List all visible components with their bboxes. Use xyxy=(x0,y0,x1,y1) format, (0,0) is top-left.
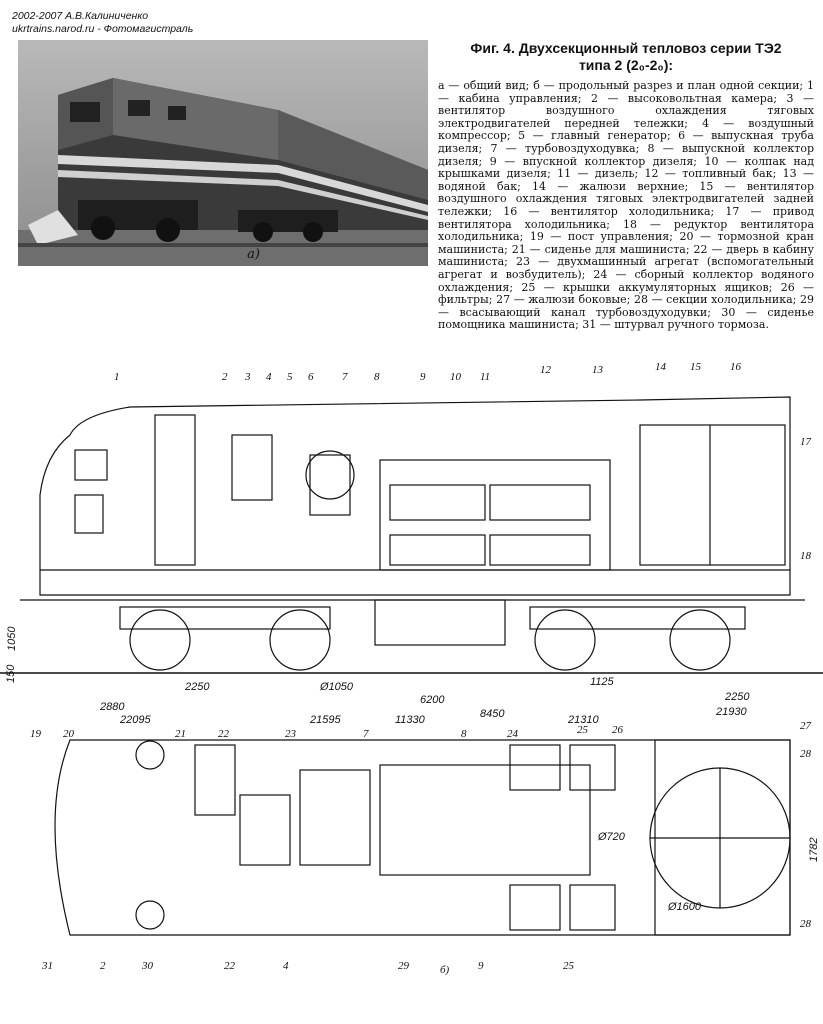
callout-plan-23: 23 xyxy=(285,728,297,740)
photo-label: а) xyxy=(247,247,260,262)
caption-body: а — общий вид; б — продольный разрез и п… xyxy=(438,79,814,332)
dim-d720: Ø720 xyxy=(597,831,626,843)
dimensions: 1050 150 2250 Ø1050 2880 6200 1125 2250 … xyxy=(5,626,820,913)
callout-plan-2: 2 xyxy=(100,960,106,972)
callout-11: 11 xyxy=(480,371,490,383)
callout-15: 15 xyxy=(690,361,702,373)
callout-8: 8 xyxy=(374,371,380,383)
callout-2: 2 xyxy=(222,371,228,383)
callout-12: 12 xyxy=(540,364,552,376)
technical-drawing: 1 2 3 4 5 6 7 8 9 10 11 12 13 14 15 16 1… xyxy=(0,361,823,976)
callout-plan-25: 25 xyxy=(577,724,589,736)
callout-plan-21: 21 xyxy=(175,728,186,740)
side-labels: 1 2 3 4 5 6 7 8 9 10 11 12 13 14 15 16 1… xyxy=(114,361,812,562)
callout-plan-22b: 22 xyxy=(224,960,236,972)
callout-plan-25b: 25 xyxy=(563,960,575,972)
callout-5: 5 xyxy=(287,371,293,383)
callout-plan-19: 19 xyxy=(30,728,42,740)
callout-plan-7: 7 xyxy=(363,728,369,740)
callout-plan-24: 24 xyxy=(507,728,519,740)
callout-plan-26: 26 xyxy=(612,724,624,736)
callout-plan-9: 9 xyxy=(478,960,484,972)
dim-6200: 6200 xyxy=(420,694,445,706)
locomotive-photo: а) xyxy=(18,40,428,266)
credit-block: 2002-2007 А.В.Калиниченко ukrtrains.naro… xyxy=(12,10,193,36)
dim-21310: 21310 xyxy=(567,714,599,726)
callout-7: 7 xyxy=(342,371,348,383)
callout-6: 6 xyxy=(308,371,314,383)
callout-plan-28-bottom: 28 xyxy=(800,918,812,930)
dim-1125: 1125 xyxy=(590,676,615,688)
callout-10: 10 xyxy=(450,371,462,383)
dim-1050: 1050 xyxy=(6,626,18,651)
callout-13: 13 xyxy=(592,364,604,376)
callout-14: 14 xyxy=(655,361,667,373)
callout-plan-29: 29 xyxy=(398,960,410,972)
dim-2880: 2880 xyxy=(99,701,125,713)
dim-d1600: Ø1600 xyxy=(667,901,702,913)
dim-2250-front: 2250 xyxy=(184,681,210,693)
figure-caption: Фиг. 4. Двухсекционный тепловоз серии ТЭ… xyxy=(438,40,814,332)
caption-title: Фиг. 4. Двухсекционный тепловоз серии ТЭ… xyxy=(438,40,814,74)
callout-4: 4 xyxy=(266,371,272,383)
callout-plan-30: 30 xyxy=(141,960,154,972)
callout-plan-22: 22 xyxy=(218,728,230,740)
dim-11330: 11330 xyxy=(395,714,426,726)
dim-150: 150 xyxy=(5,664,17,683)
plan-view xyxy=(54,739,791,936)
callout-17: 17 xyxy=(800,436,812,448)
dim-21595: 21595 xyxy=(309,714,341,726)
callout-1: 1 xyxy=(114,371,120,383)
locomotive-photo-illustration xyxy=(18,40,428,266)
caption-title-line-1: Фиг. 4. Двухсекционный тепловоз серии ТЭ… xyxy=(470,40,782,56)
callout-9: 9 xyxy=(420,371,426,383)
caption-title-line-2: типа 2 (2₀-2₀): xyxy=(578,57,674,73)
dim-22095: 22095 xyxy=(119,714,151,726)
dim-21930: 21930 xyxy=(715,706,747,718)
callout-plan-28-top: 28 xyxy=(800,748,812,760)
plan-labels: 19 20 21 22 23 7 8 24 25 26 27 28 28 31 … xyxy=(30,720,812,976)
callout-plan-20: 20 xyxy=(63,728,75,740)
dim-1782: 1782 xyxy=(808,838,820,862)
callout-plan-8: 8 xyxy=(461,728,467,740)
plan-view-label: б) xyxy=(440,964,450,976)
callout-18: 18 xyxy=(800,550,812,562)
callout-16: 16 xyxy=(730,361,742,373)
callout-plan-31: 31 xyxy=(41,960,53,972)
dim-wheel-d1050: Ø1050 xyxy=(319,681,354,693)
credit-line-2: ukrtrains.narod.ru - Фотомагистраль xyxy=(12,23,194,35)
credit-line-1: 2002-2007 А.В.Калиниченко xyxy=(12,10,149,22)
callout-plan-4: 4 xyxy=(283,960,289,972)
callout-3: 3 xyxy=(244,371,251,383)
side-elevation xyxy=(0,396,823,674)
dim-8450: 8450 xyxy=(480,708,505,720)
callout-plan-27: 27 xyxy=(800,720,812,732)
dim-2250-rear: 2250 xyxy=(724,691,750,703)
